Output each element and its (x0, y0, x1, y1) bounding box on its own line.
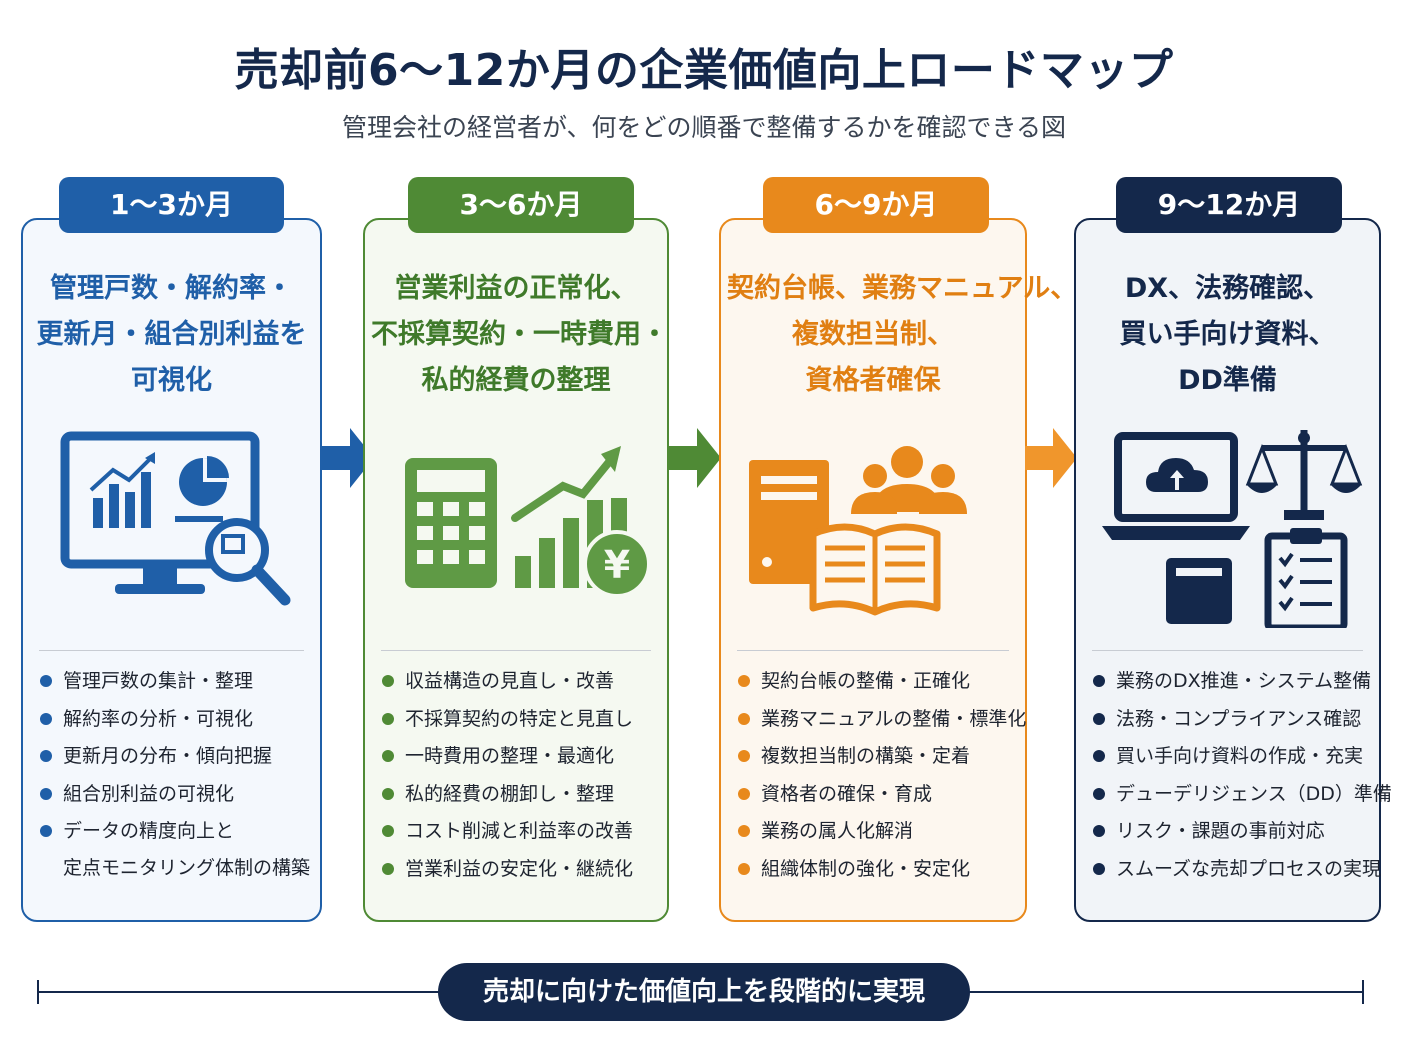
phase-item-list: 業務のDX推進・システム整備 法務・コンプライアンス確認 買い手向け資料の作成・… (1092, 668, 1392, 893)
list-item: 私的経費の棚卸し・整理 (381, 781, 661, 807)
timeline-start-tick (37, 980, 39, 1004)
divider (39, 650, 304, 651)
phase-item-list: 契約台帳の整備・正確化 業務マニュアルの整備・標準化 複数担当制の構築・定着 資… (737, 668, 1026, 893)
page-subtitle: 管理会社の経営者が、何をどの順番で整備するかを確認できる図 (341, 113, 1066, 142)
divider (381, 650, 651, 651)
phase-tab-1: 1〜3か月 (59, 177, 284, 233)
list-item: 営業利益の安定化・継続化 (381, 856, 661, 882)
phase-heading: DX、法務確認、 買い手向け資料、 DD準備 (1119, 273, 1336, 396)
phase-tab-2: 3〜6か月 (408, 177, 634, 233)
phase-card-4: DX、法務確認、 買い手向け資料、 DD準備 (1074, 218, 1392, 922)
phase-card-2: 営業利益の正常化、 不採算契約・一時費用・ 私的経費の整理 ¥ (363, 218, 669, 922)
phase-heading: 管理戸数・解約率・ 更新月・組合別利益を 可視化 (36, 273, 307, 396)
list-item: 業務の属人化解消 (737, 818, 1019, 844)
phase-heading: 営業利益の正常化、 不採算契約・一時費用・ 私的経費の整理 (371, 273, 668, 396)
svg-text:¥: ¥ (604, 543, 630, 587)
list-item: リスク・課題の事前対応 (1092, 818, 1373, 844)
list-item: 複数担当制の構築・定着 (737, 743, 1019, 769)
calculator-growth-yen-icon: ¥ (365, 428, 667, 628)
page-title: 売却前6〜12か月の企業価値向上ロードマップ (234, 45, 1174, 96)
list-item: 法務・コンプライアンス確認 (1092, 706, 1373, 732)
list-item: 組合別利益の可視化 (39, 781, 314, 807)
list-item: 解約率の分析・可視化 (39, 706, 314, 732)
cloud-laptop-scale-checklist-icon (1076, 428, 1379, 632)
list-item: 買い手向け資料の作成・充実 (1092, 743, 1373, 769)
list-item: 不採算契約の特定と見直し (381, 706, 661, 732)
phase-item-list: 管理戸数の集計・整理 解約率の分析・可視化 更新月の分布・傾向把握 組合別利益の… (39, 668, 314, 893)
list-item: 業務のDX推進・システム整備 (1092, 668, 1373, 694)
list-item: コスト削減と利益率の改善 (381, 818, 661, 844)
arrow-right-icon (1025, 428, 1077, 488)
ledger-team-manual-icon (721, 428, 1025, 628)
arrow-right-icon (669, 428, 721, 488)
list-item: 収益構造の見直し・改善 (381, 668, 661, 694)
list-item: 資格者の確保・育成 (737, 781, 1019, 807)
list-item: 組織体制の強化・安定化 (737, 856, 1019, 882)
list-item: 一時費用の整理・最適化 (381, 743, 661, 769)
list-item: 管理戸数の集計・整理 (39, 668, 314, 694)
divider (737, 650, 1009, 651)
list-item: 契約台帳の整備・正確化 (737, 668, 1019, 694)
footer-banner: 売却に向けた価値向上を段階的に実現 (438, 963, 970, 1021)
list-item: 更新月の分布・傾向把握 (39, 743, 314, 769)
analytics-monitor-icon (23, 428, 320, 628)
phase-tab-3: 6〜9か月 (763, 177, 989, 233)
phase-card-3: 契約台帳、業務マニュアル、 複数担当制、 資格者確保 契約台帳の整備・正確化 業… (719, 218, 1078, 922)
timeline-end-tick (1362, 980, 1364, 1004)
list-item: 業務マニュアルの整備・標準化 (737, 706, 1026, 732)
list-item: データの精度向上と定点モニタリング体制の構築 (39, 818, 314, 881)
list-item: デューデリジェンス（DD）準備 (1092, 781, 1392, 807)
phase-heading: 契約台帳、業務マニュアル、 複数担当制、 資格者確保 (727, 273, 1078, 396)
phase-tab-4: 9〜12か月 (1116, 177, 1342, 233)
phase-item-list: 収益構造の見直し・改善 不採算契約の特定と見直し 一時費用の整理・最適化 私的経… (381, 668, 661, 893)
phase-card-1: 管理戸数・解約率・ 更新月・組合別利益を 可視化 (21, 218, 322, 922)
divider (1092, 650, 1363, 651)
arrow-right-icon (322, 428, 374, 488)
list-item: スムーズな売却プロセスの実現 (1092, 856, 1381, 882)
